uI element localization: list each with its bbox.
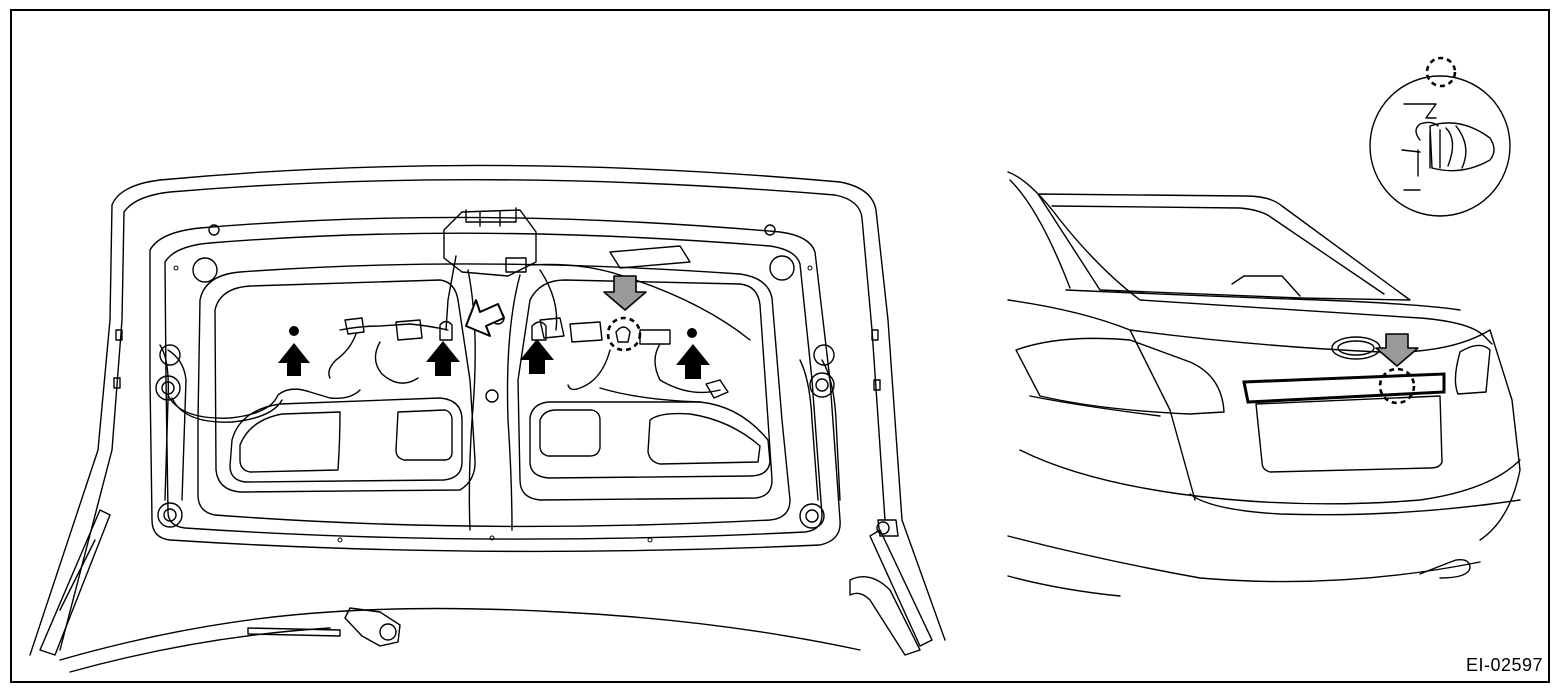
outline-direction-arrow	[465, 299, 505, 337]
vehicle-rear-view	[1007, 171, 1521, 597]
clip-detail-inset	[1369, 56, 1511, 217]
trunk-lid-inner-panel	[29, 164, 946, 673]
black-clip-arrow	[278, 339, 710, 379]
figure-code: EI-02597	[1465, 655, 1543, 675]
gray-clip-arrow	[603, 275, 647, 352]
figure-frame	[10, 9, 1550, 683]
gray-clip-arrow-vehicle	[1375, 333, 1419, 405]
